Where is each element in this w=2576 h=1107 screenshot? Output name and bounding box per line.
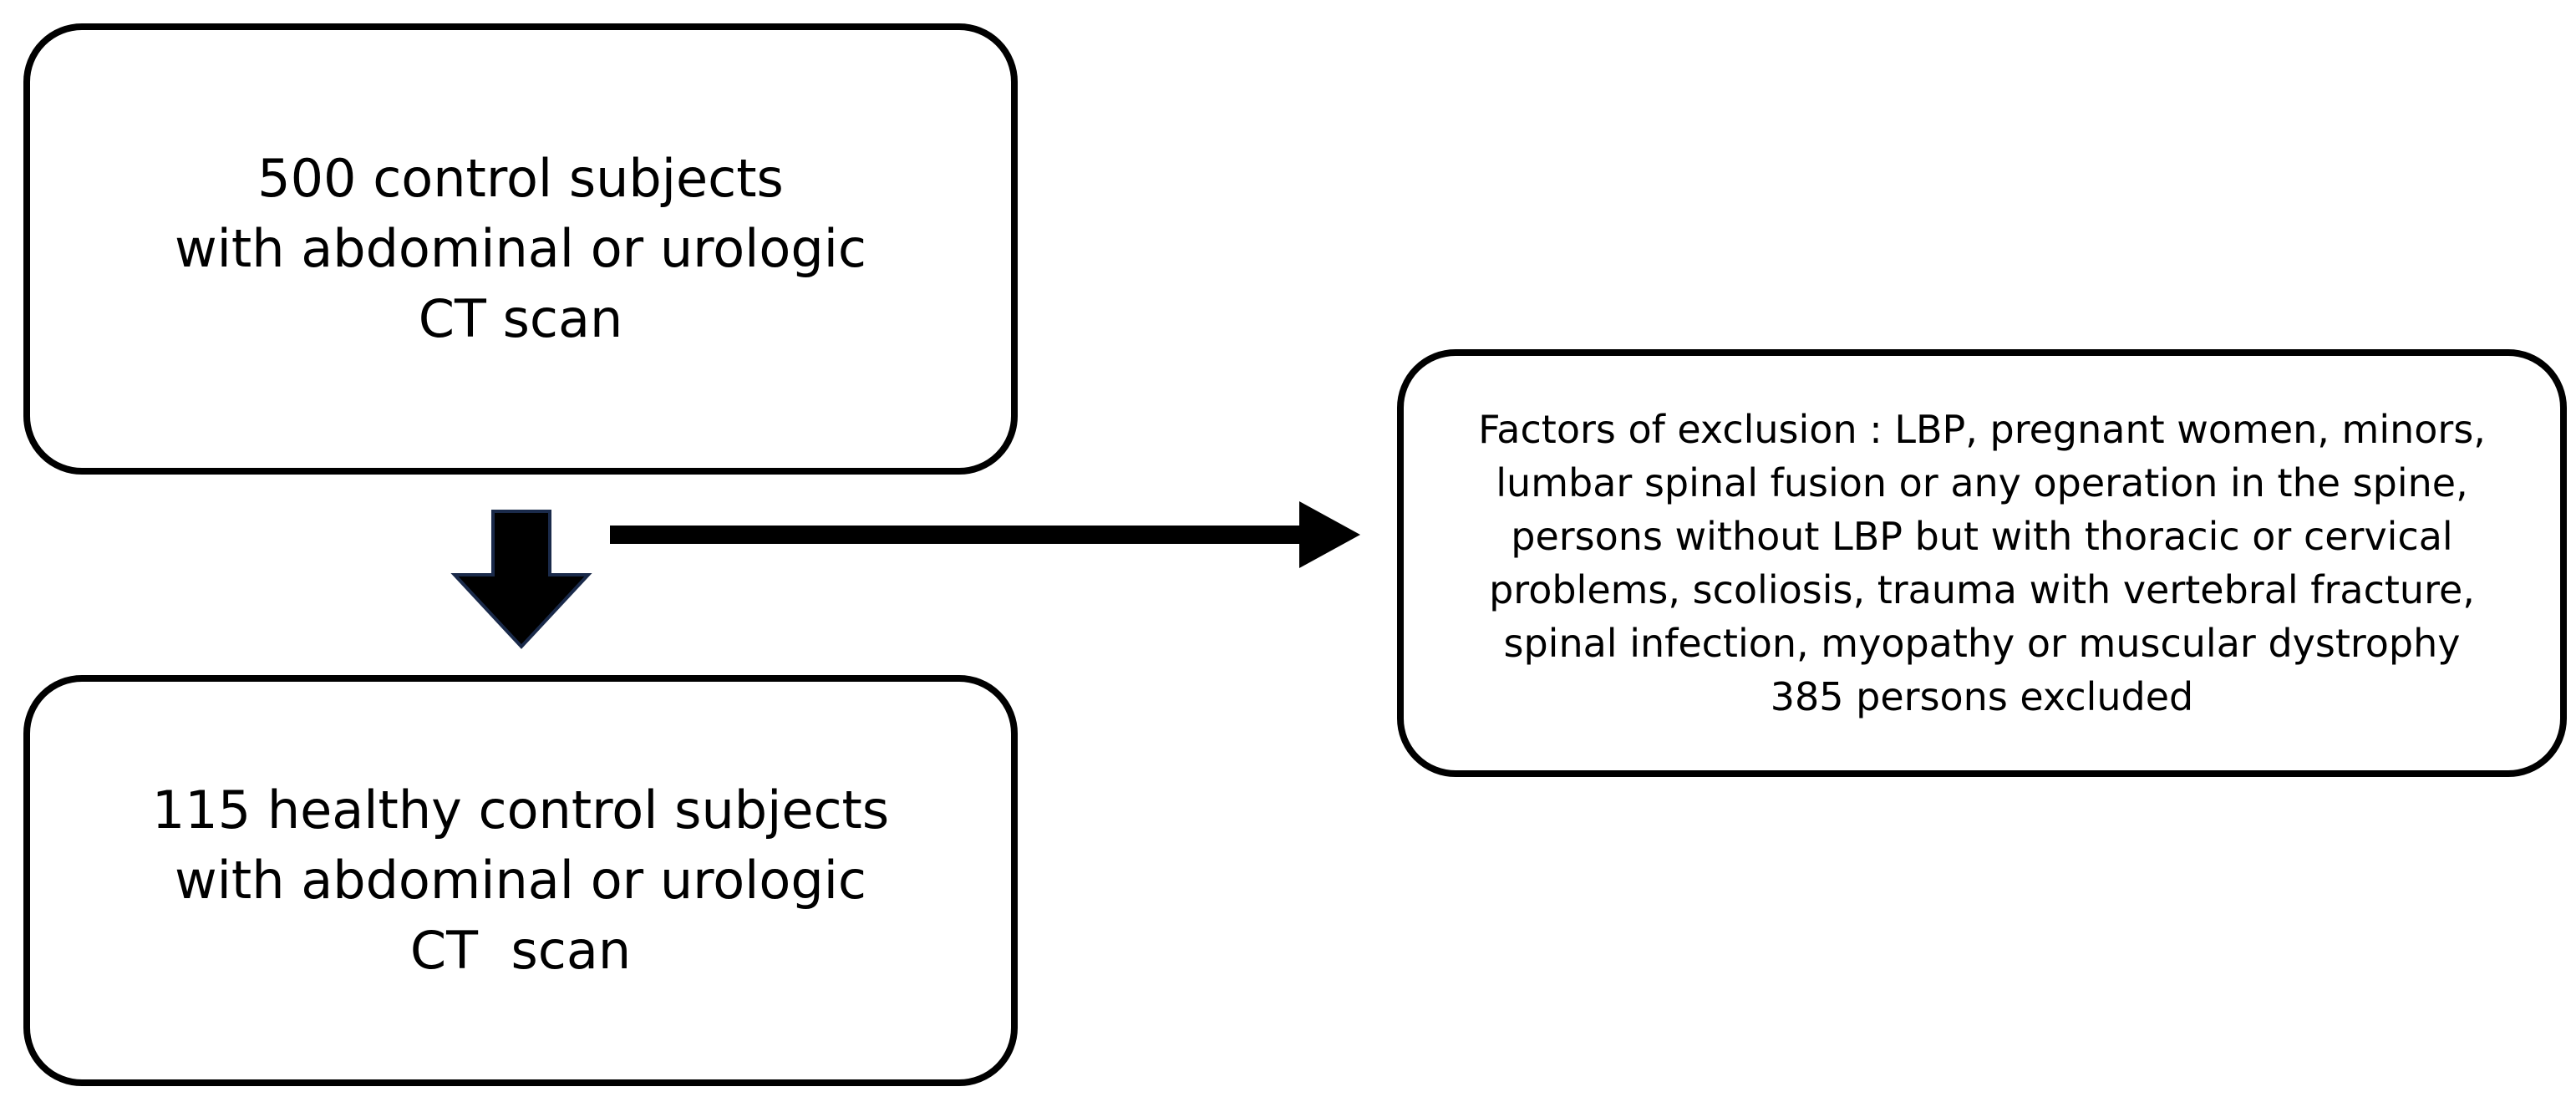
final-cohort-line-2: with abdominal or urologic [174,850,867,911]
exclusion-count: 385 persons excluded [1770,674,2194,719]
exclusion-line-3: persons without LBP but with thoracic or… [1511,514,2453,559]
box-initial-cohort: 500 control subjects with abdominal or u… [23,23,1018,475]
final-cohort-line-3: CT scan [409,920,632,981]
right-arrow-icon [1299,501,1360,568]
exclusion-line-4: problems, scoliosis, trauma with vertebr… [1489,567,2475,612]
exclusion-line-2: lumbar spinal fusion or any operation in… [1496,460,2468,505]
initial-cohort-line-1: 500 control subjects [257,148,784,209]
box-final-cohort: 115 healthy control subjects with abdomi… [23,675,1018,1086]
initial-cohort-line-3: CT scan [418,288,623,349]
initial-cohort-line-2: with abdominal or urologic [174,218,867,279]
final-cohort-line-1: 115 healthy control subjects [151,779,890,840]
down-arrow-icon [450,510,592,649]
exclusion-line-5: spinal infection, myopathy or muscular d… [1503,621,2461,666]
box-exclusion-criteria: Factors of exclusion : LBP, pregnant wom… [1397,349,2567,777]
exclusion-line-1: Factors of exclusion : LBP, pregnant wom… [1478,407,2486,452]
